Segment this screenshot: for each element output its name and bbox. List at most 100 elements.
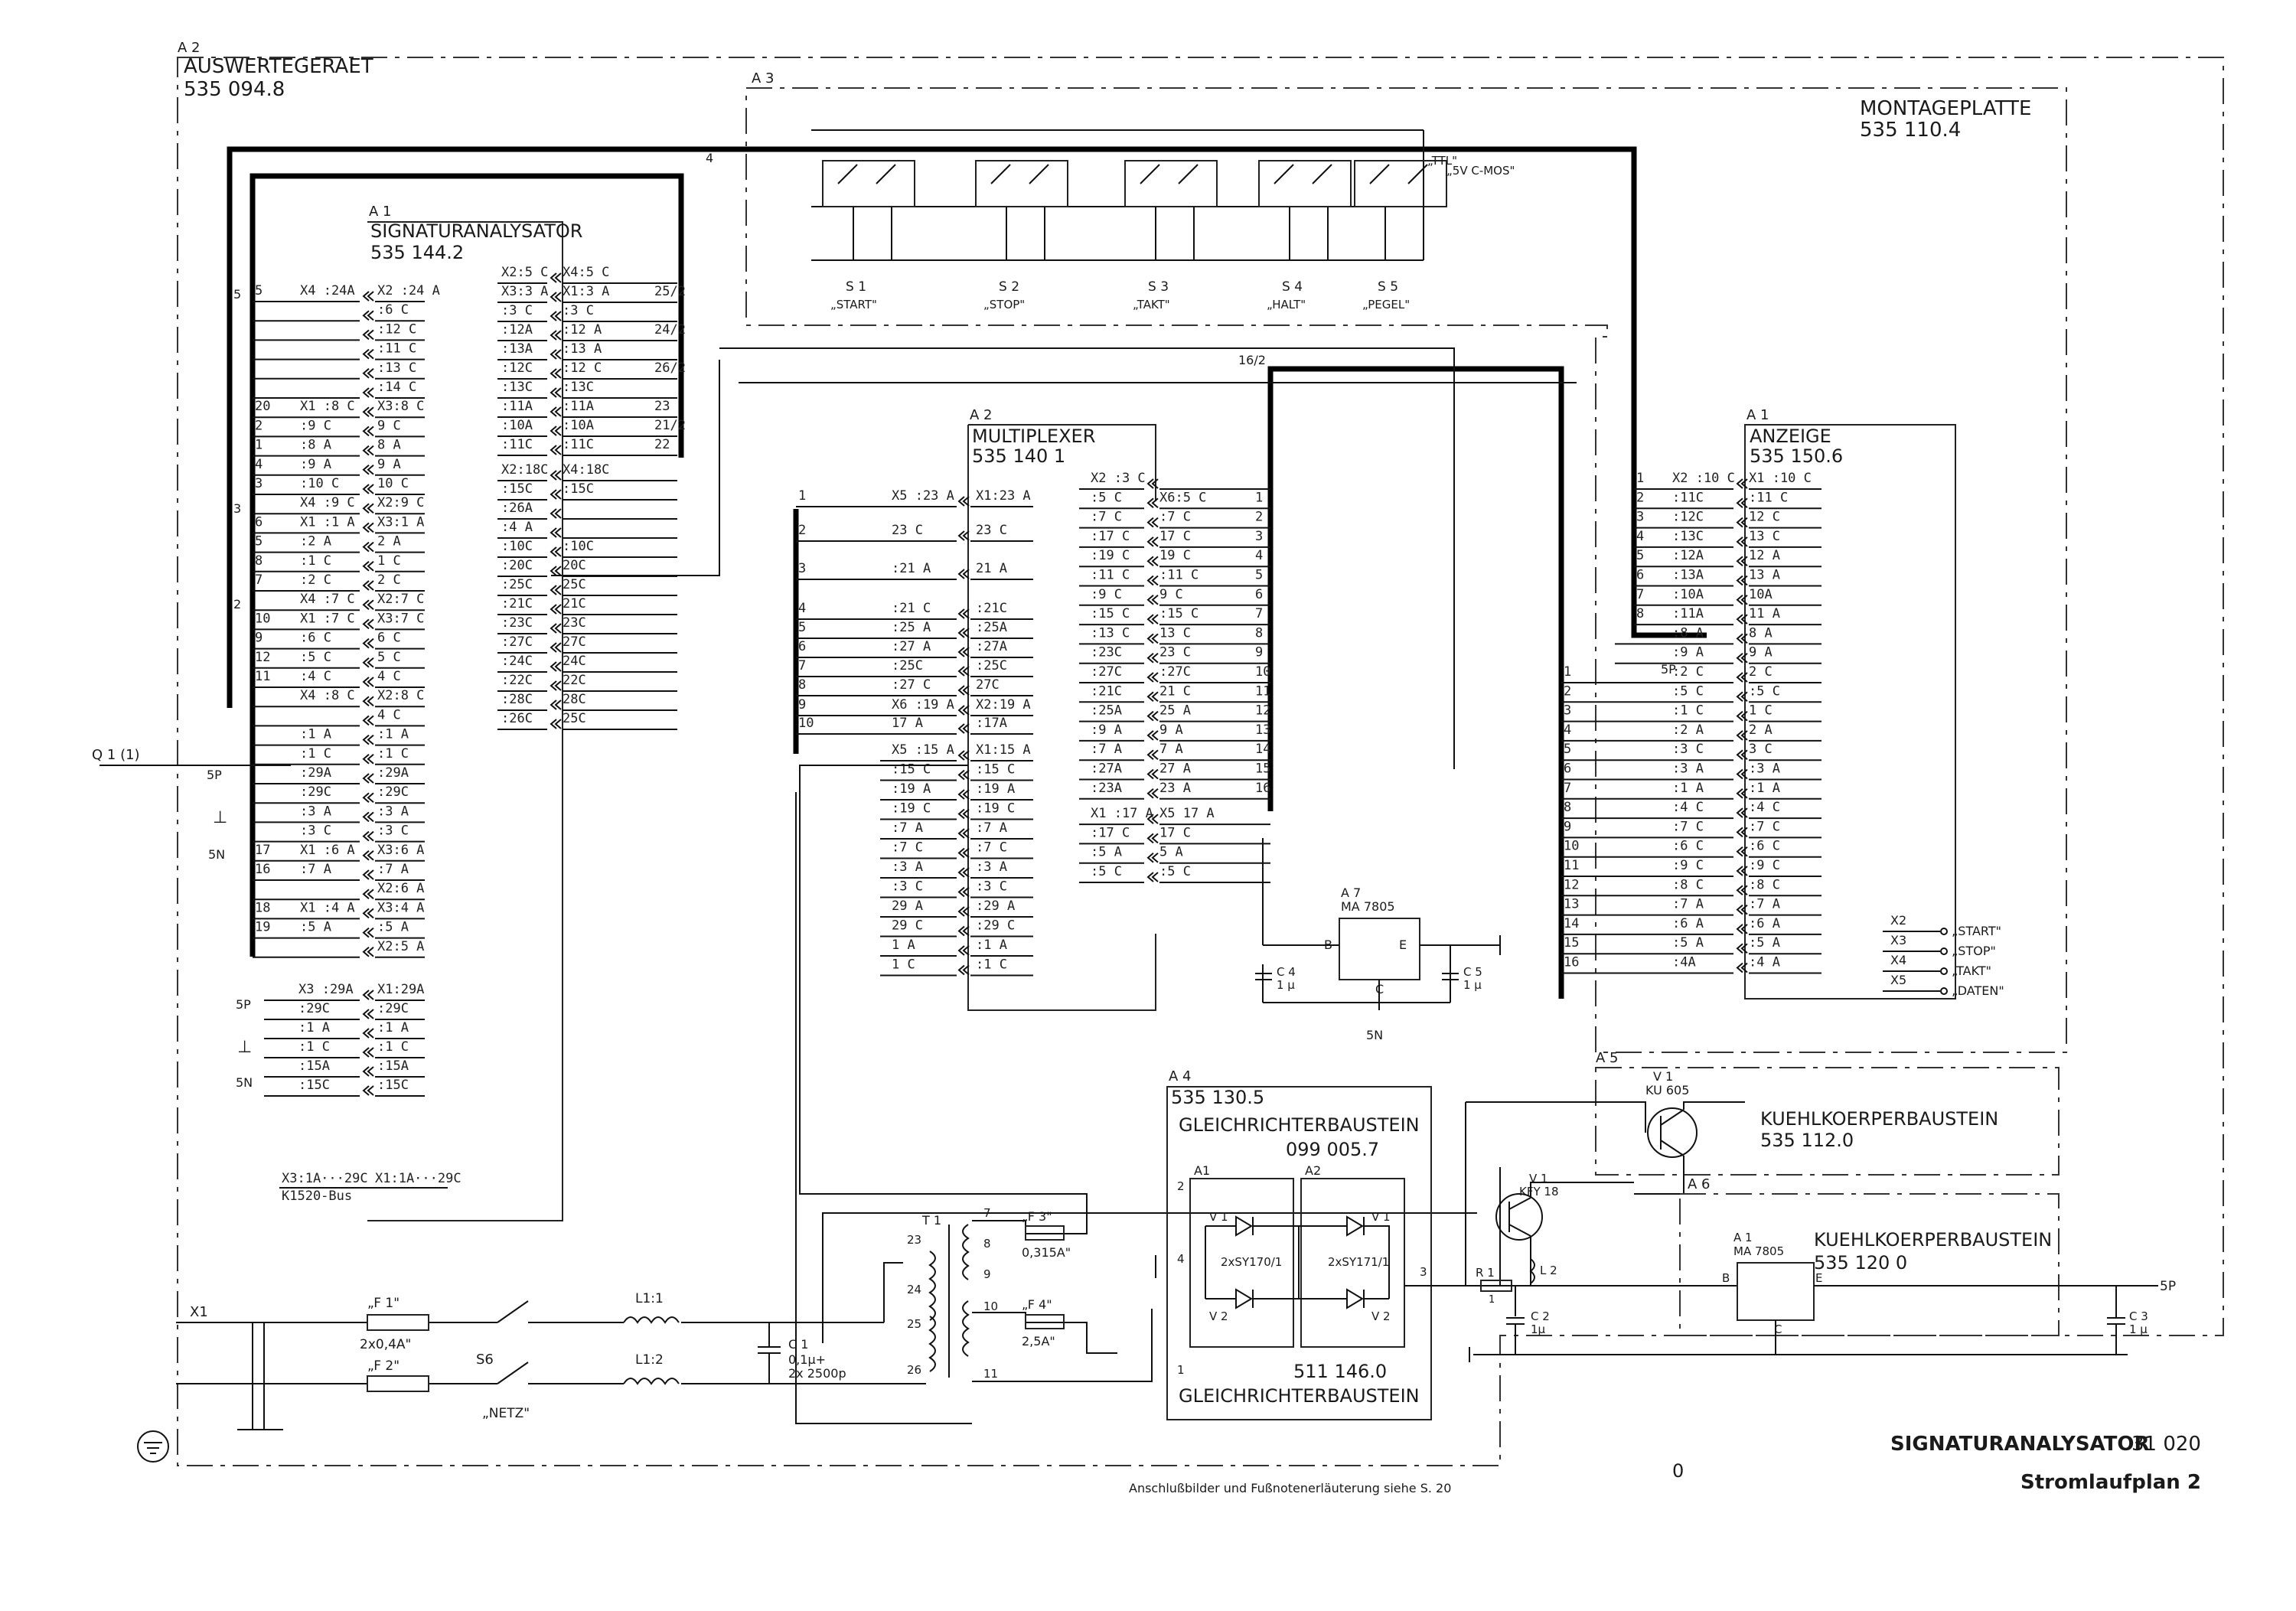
pin-label: 21 C — [1159, 683, 1191, 699]
pin-label: :7 A — [1091, 742, 1122, 757]
wire-number: 1 — [1255, 490, 1263, 505]
pin-label: 4 C — [377, 669, 401, 684]
connector-chevron — [550, 680, 562, 691]
pin-label: :7 A — [377, 862, 409, 877]
output-connector: X2 — [1890, 913, 1906, 928]
output-connector: X3 — [1890, 933, 1906, 947]
svg-text:2: 2 — [233, 597, 241, 611]
wire-number: 3 — [1564, 703, 1571, 719]
output-terminal — [1940, 928, 1948, 935]
wire-number: 7 — [798, 658, 806, 673]
pin-label: :1 C — [377, 1039, 409, 1055]
wire-number: 4 — [1564, 722, 1571, 738]
pin-label: X3:1 A — [377, 514, 424, 530]
connector-chevron — [362, 329, 374, 341]
pin-label: :8 A — [1672, 625, 1704, 641]
pin-label: 25C — [563, 577, 586, 592]
pin-label: :13A — [1672, 568, 1704, 583]
wire-number: 24/2 — [654, 322, 686, 338]
main-bus-lines — [227, 146, 1707, 999]
connector-chevron — [957, 569, 970, 579]
pin-label: X1 :6 A — [300, 843, 355, 858]
pin-label: :13A — [501, 341, 533, 357]
a7-regulator: A 7 MA 7805 B E C C 4 1 μ C 5 1 μ 5N — [1255, 838, 1501, 1042]
svg-text:A 3: A 3 — [752, 70, 775, 86]
pin-label: :3 C — [1672, 742, 1704, 757]
pin-label: 29 A — [892, 898, 923, 914]
svg-text:V 1: V 1 — [1209, 1210, 1228, 1224]
wire-number: 23 — [654, 399, 670, 414]
connector-chevron — [1146, 833, 1159, 844]
svg-text:V 1: V 1 — [1529, 1172, 1548, 1185]
pin-label: 1 C — [1749, 703, 1773, 719]
svg-text:„F 2": „F 2" — [367, 1358, 400, 1374]
pin-label: 23 A — [1159, 781, 1191, 796]
pin-label: :8 C — [1749, 877, 1780, 892]
pin-label: :15 C — [892, 762, 931, 778]
connector-chevron — [362, 1085, 374, 1096]
connector-chevron — [1736, 846, 1748, 857]
pin-label: :5 C — [1159, 864, 1191, 879]
svg-text:A 1: A 1 — [1733, 1231, 1753, 1244]
pin-label: :10C — [563, 539, 594, 554]
connector-chevron — [550, 272, 562, 283]
connector-chevron — [957, 705, 970, 716]
pin-label: :6 A — [1749, 916, 1780, 931]
connector-chevron — [1736, 924, 1748, 934]
connector-chevron — [1736, 517, 1748, 528]
pin-label: X1:15 A — [976, 742, 1031, 758]
pin-label: X2:5 C — [501, 265, 548, 280]
pin-label: :1 A — [298, 1020, 330, 1035]
svg-text:1: 1 — [1489, 1294, 1495, 1306]
pin-label: :11A — [563, 399, 594, 414]
wire-number: 5 — [1255, 568, 1263, 583]
pin-label: X2 :10 C — [1672, 471, 1735, 486]
mux-title: MULTIPLEXER — [972, 426, 1095, 447]
connector-chevron — [957, 789, 970, 800]
a4-title: GLEICHRICHTERBAUSTEIN — [1179, 1114, 1420, 1136]
pin-label: :5 C — [1091, 864, 1122, 879]
pin-label: :1 A — [976, 938, 1007, 953]
wire-number: 2 — [798, 523, 806, 538]
pin-label: :3 C — [563, 303, 594, 318]
pin-label: :29C — [298, 1001, 330, 1016]
wire-number: 19 — [255, 920, 270, 935]
switch-contact — [837, 164, 858, 184]
wire-number: 6 — [798, 639, 806, 654]
pin-label: 9 A — [1749, 645, 1773, 660]
switch-name: „PEGEL" — [1362, 298, 1410, 311]
switch-contact — [876, 164, 896, 184]
pin-label: :11 C — [1159, 568, 1199, 583]
pin-label: :29C — [377, 784, 409, 800]
connector-chevron — [550, 527, 562, 538]
sheet-title: Stromlaufplan 2 — [2020, 1471, 2201, 1494]
pin-label: :5 C — [300, 650, 331, 665]
pin-label: :3 C — [377, 823, 409, 839]
connector-chevron — [1736, 497, 1748, 509]
pin-label: 9 A — [377, 457, 401, 472]
pin-label: :10A — [1672, 587, 1704, 602]
svg-text:1 μ: 1 μ — [1277, 978, 1295, 992]
svg-text:V 1: V 1 — [1653, 1069, 1673, 1084]
connector-chevron — [362, 465, 374, 475]
pin-label: 19 C — [1159, 548, 1191, 563]
pin-label: 13 C — [1749, 529, 1780, 544]
pin-label: 2 A — [377, 534, 401, 550]
pin-label: 5 C — [377, 650, 401, 665]
svg-text:A 1: A 1 — [369, 204, 392, 220]
connector-chevron — [1736, 556, 1748, 566]
ttl-label: „TTL" — [1427, 154, 1457, 168]
switch-body — [822, 160, 915, 207]
wire-number: 3 — [1636, 510, 1644, 525]
pin-label: :15 C — [1091, 606, 1130, 621]
multiplexer: A 2 MULTIPLEXER 535 140 1 — [967, 407, 1156, 1011]
pin-label: :3 A — [1749, 761, 1780, 777]
pin-label: 23 C — [976, 523, 1007, 538]
pin-label: X4 :7 C — [300, 592, 355, 607]
pin-label: :20C — [501, 558, 533, 573]
pin-label: :11 C — [377, 341, 416, 357]
wire-number: 8 — [798, 677, 806, 693]
pin-label: :1 A — [377, 727, 409, 742]
wire-number: 16 — [255, 862, 270, 877]
